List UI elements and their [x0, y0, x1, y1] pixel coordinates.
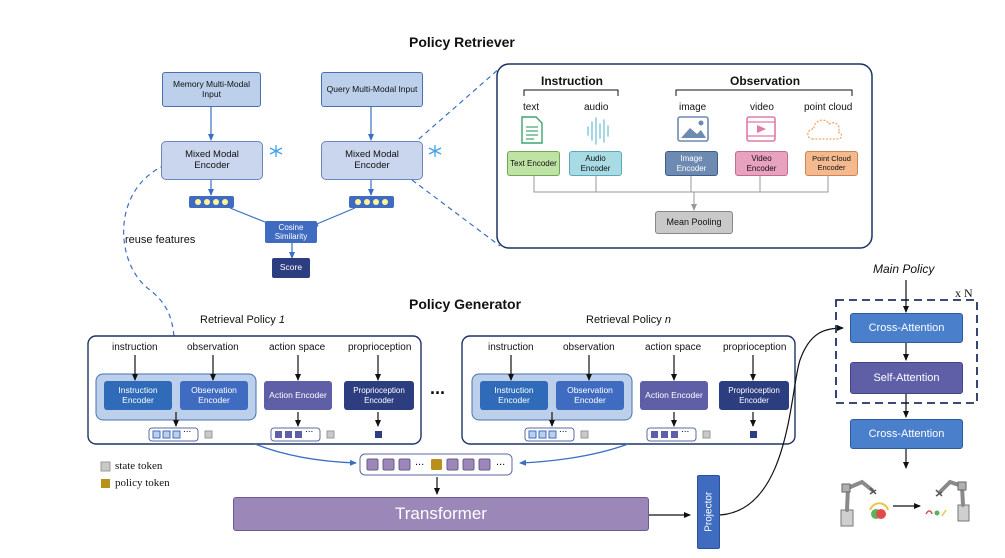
- projector-block: Projector: [697, 475, 720, 549]
- p1-proprioception-encoder: Proprioception Encoder: [344, 381, 414, 410]
- policy1-obs-tokens: [148, 427, 213, 442]
- audio-wave-icon: [587, 117, 609, 145]
- p1-observation-encoder: Observation Encoder: [180, 381, 248, 410]
- cosine-similarity-box: Cosine Similarity: [265, 221, 317, 243]
- instruction-bracket: [523, 89, 619, 96]
- policy1-proprio-token: [375, 431, 382, 438]
- pn-action-encoder: Action Encoder: [640, 381, 708, 410]
- feature-right-to-cosine: [311, 207, 356, 227]
- policy1-action-tokens: [270, 427, 335, 442]
- p1-action-tokens-ellipsis: ...: [305, 424, 314, 435]
- sequence-ellipsis: ...: [415, 456, 425, 468]
- video-icon: [746, 116, 776, 142]
- p1-instruction-encoder: Instruction Encoder: [104, 381, 172, 410]
- pn-observation-label: observation: [563, 342, 615, 353]
- policy-generator-title: Policy Generator: [409, 296, 522, 312]
- pn-action-space-label: action space: [645, 342, 702, 353]
- modality-video-label: video: [750, 102, 774, 113]
- policyn-obs-tokens: [524, 427, 589, 442]
- modality-audio-label: audio: [584, 102, 609, 113]
- policyn-proprio-token: [750, 431, 757, 438]
- self-attention-block: Self-Attention: [850, 362, 963, 394]
- mixed-modal-encoder-query: Mixed Modal Encoder: [321, 141, 423, 180]
- score-box: Score: [272, 258, 310, 278]
- policy-token-swatch: [101, 479, 110, 488]
- pn-obs-tokens-ellipsis: ...: [559, 424, 568, 435]
- policyn-action-tokens: [646, 427, 711, 442]
- point-cloud-icon: [807, 119, 843, 140]
- p1-obs-tokens-ellipsis: ...: [183, 424, 192, 435]
- policies-ellipsis: ...: [430, 378, 446, 398]
- text-encoder-box: Text Encoder: [507, 151, 560, 176]
- mean-pooling-box: Mean Pooling: [655, 211, 733, 234]
- policy-token-legend: policy token: [115, 477, 170, 489]
- memory-feature-vector: [189, 196, 234, 208]
- robot-arm-right-icon: [925, 479, 970, 522]
- robot-arm-left-icon: [840, 479, 889, 527]
- cross-attention-block-2: Cross-Attention: [850, 419, 963, 449]
- audio-encoder-box: Audio Encoder: [569, 151, 622, 176]
- pooling-connector: [533, 176, 829, 193]
- zoom-line-top: [411, 67, 501, 146]
- retrieval-policy-1-label: Retrieval Policy 1: [200, 314, 285, 326]
- projector-to-cross-attention-arrow: [719, 325, 844, 516]
- pn-instruction-label: instruction: [488, 342, 534, 353]
- p1-proprioception-label: proprioception: [348, 342, 412, 353]
- modality-text-label: text: [523, 102, 540, 113]
- policy-retriever-title: Policy Retriever: [409, 34, 515, 50]
- video-encoder-box: Video Encoder: [735, 151, 788, 176]
- modality-image-label: image: [679, 102, 707, 113]
- p1-action-space-label: action space: [269, 342, 326, 353]
- instruction-heading: Instruction: [541, 74, 603, 88]
- observation-heading: Observation: [730, 74, 801, 88]
- zoom-line-bottom: [411, 179, 501, 247]
- pn-instruction-encoder: Instruction Encoder: [480, 381, 548, 410]
- document-icon: [521, 116, 543, 144]
- state-token-swatch: [100, 461, 111, 472]
- p1-instruction-label: instruction: [112, 342, 158, 353]
- policyn-to-tokens-arrow: [519, 443, 629, 466]
- concatenated-token-sequence: [359, 453, 513, 476]
- p1-observation-label: observation: [187, 342, 239, 353]
- pn-proprioception-encoder: Proprioception Encoder: [719, 381, 789, 410]
- observation-bracket: [675, 89, 853, 96]
- transformer-block: Transformer: [233, 497, 649, 531]
- frozen-snowflake-icon-left: [269, 145, 283, 157]
- reuse-features-label: reuse features: [125, 234, 196, 246]
- state-token-legend: state token: [115, 460, 163, 472]
- query-input-box: Query Multi-Modal Input: [321, 72, 423, 107]
- main-policy-title: Main Policy: [873, 262, 935, 276]
- policy1-to-tokens-arrow: [254, 443, 357, 466]
- p1-action-encoder: Action Encoder: [264, 381, 332, 410]
- modality-point-cloud-label: point cloud: [804, 102, 853, 113]
- retrieval-policy-n-label: Retrieval Policy n: [586, 314, 671, 326]
- image-encoder-box: Image Encoder: [665, 151, 718, 176]
- pn-action-tokens-ellipsis: ...: [681, 424, 690, 435]
- image-icon: [677, 116, 709, 142]
- query-feature-vector: [349, 196, 394, 208]
- pn-proprioception-label: proprioception: [723, 342, 787, 353]
- repeat-count-label: x N: [955, 286, 973, 300]
- cross-attention-block-1: Cross-Attention: [850, 313, 963, 343]
- pn-observation-encoder: Observation Encoder: [556, 381, 624, 410]
- projector-label: Projector: [702, 491, 714, 533]
- sequence-ellipsis-end: ...: [496, 456, 506, 468]
- memory-input-box: Memory Multi-Modal Input: [162, 72, 261, 107]
- point-cloud-encoder-box: Point Cloud Encoder: [805, 151, 858, 176]
- frozen-snowflake-icon-right: [428, 145, 442, 157]
- mixed-modal-encoder-memory: Mixed Modal Encoder: [161, 141, 263, 180]
- reuse-features-path: [123, 164, 178, 376]
